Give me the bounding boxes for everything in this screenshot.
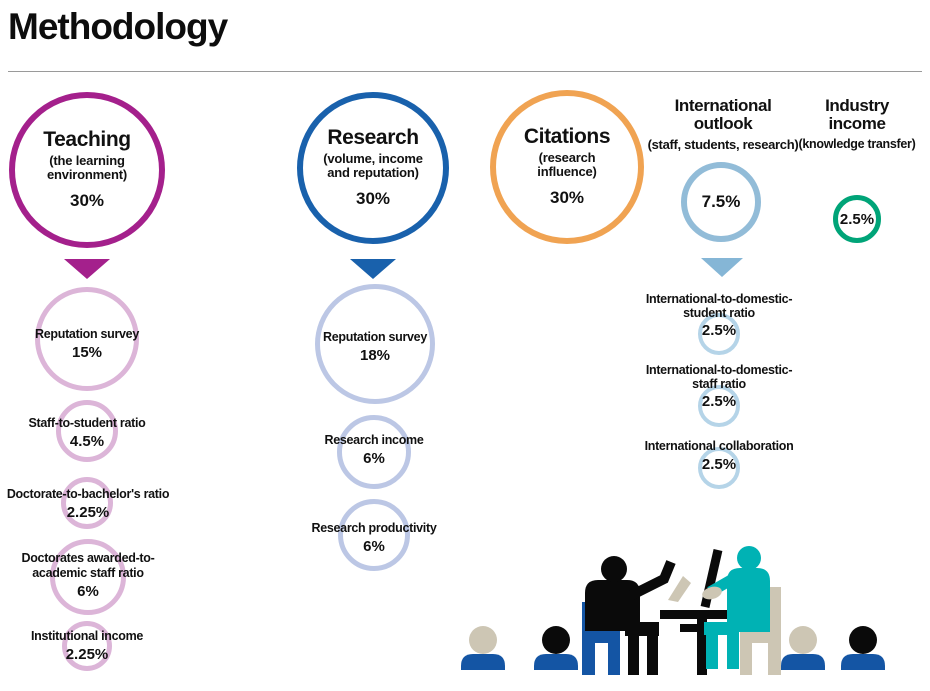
research-sub-circle <box>337 415 411 489</box>
audience-person-icon <box>461 626 505 670</box>
teaching-sub-item: Doctorate-to-bachelor's ratio 2.25% <box>0 487 176 522</box>
sub-label: International-to-domestic-staff ratio <box>645 363 793 391</box>
international-outlook-subtitle: (staff, students, research) <box>647 137 799 152</box>
citations-weight: 30% <box>549 188 585 207</box>
research-down-arrow-icon <box>350 259 396 279</box>
citations-name: Citations <box>523 125 611 148</box>
sub-weight: 4.5% <box>69 433 105 450</box>
teaching-name: Teaching <box>43 128 131 151</box>
sub-label: Reputation survey <box>35 327 139 341</box>
international-sub-item: International-to-domestic-student ratio … <box>637 292 801 340</box>
divider <box>8 71 922 72</box>
industry-income-weight: 2.5% <box>839 210 875 228</box>
teaching-subtitle: (the learning environment) <box>47 153 127 182</box>
teaching-sub-circle <box>61 477 113 529</box>
industry-income-circle: 2.5% <box>833 195 881 243</box>
sub-weight: 2.5% <box>701 322 737 339</box>
audience-person-icon <box>781 626 825 670</box>
sub-weight: 6% <box>363 538 385 555</box>
chair-icon <box>740 587 781 675</box>
seated-person-typing-icon <box>702 546 770 669</box>
audience-person-icon <box>841 626 885 670</box>
sub-label: International collaboration <box>644 439 794 453</box>
teaching-down-arrow-icon <box>64 259 110 279</box>
international-down-arrow-icon <box>701 258 743 277</box>
research-circle: Research (volume, income and reputation)… <box>297 92 449 244</box>
international-sub-circle <box>698 385 740 427</box>
international-sub-circle <box>698 313 740 355</box>
teaching-circle: Teaching (the learning environment) 30% <box>9 92 165 248</box>
sub-label: International-to-domestic-student ratio <box>645 292 793 320</box>
sub-label: Research income <box>324 433 424 447</box>
teaching-sub-circle <box>35 287 139 391</box>
sub-label: Institutional income <box>30 629 144 643</box>
industry-income-subtitle: (knowledge transfer) <box>798 137 916 151</box>
international-outlook-circle: 7.5% <box>681 162 761 242</box>
research-sub-circle <box>315 284 435 404</box>
sub-weight: 2.25% <box>65 646 109 663</box>
sub-label: Doctorates awarded-to-academic staff rat… <box>21 551 155 580</box>
research-sub-item: Research productivity 6% <box>294 521 454 556</box>
teaching-sub-item: Doctorates awarded-to-academic staff rat… <box>8 551 168 601</box>
research-sub-item: Research income 6% <box>304 433 444 468</box>
sub-weight: 18% <box>359 347 391 364</box>
sub-weight: 2.5% <box>701 393 737 410</box>
seated-person-raised-arm-icon <box>585 556 676 675</box>
audience-person-icon <box>534 626 578 670</box>
teaching-sub-item: Institutional income 2.25% <box>12 629 162 664</box>
citations-circle: Citations (research influence) 30% <box>490 90 644 244</box>
desk-icon <box>660 610 728 675</box>
sub-weight: 2.5% <box>701 455 737 473</box>
sub-weight: 15% <box>71 344 103 361</box>
international-outlook-title: International outlook <box>674 96 772 133</box>
teaching-sub-circle <box>50 539 126 615</box>
teaching-weight: 30% <box>69 191 105 210</box>
research-sub-item: Reputation survey 18% <box>295 330 455 365</box>
research-subtitle: (volume, income and reputation) <box>323 151 423 180</box>
people-illustration <box>461 546 885 675</box>
research-weight: 30% <box>355 189 391 208</box>
sub-weight: 2.25% <box>66 504 110 521</box>
international-sub-item: International collaboration 2.5% <box>627 439 811 474</box>
teaching-sub-item: Staff-to-student ratio 4.5% <box>2 416 172 451</box>
research-name: Research <box>327 126 419 149</box>
sub-label: Research productivity <box>311 521 437 535</box>
teaching-sub-circle <box>56 400 118 462</box>
research-sub-circle <box>338 499 410 571</box>
teaching-sub-circle <box>62 621 112 671</box>
teaching-sub-item: Reputation survey 15% <box>7 327 167 362</box>
page-title: Methodology <box>8 6 228 47</box>
international-outlook-weight: 7.5% <box>701 192 741 211</box>
international-sub-item: International-to-domestic-staff ratio 2.… <box>637 363 801 411</box>
sub-weight: 6% <box>363 450 385 467</box>
sub-label: Doctorate-to-bachelor's ratio <box>6 487 170 501</box>
sub-label: Staff-to-student ratio <box>28 416 146 430</box>
sub-label: Reputation survey <box>323 330 427 344</box>
international-sub-circle <box>698 447 740 489</box>
sub-weight: 6% <box>77 583 99 600</box>
citations-subtitle: (research influence) <box>537 150 597 179</box>
industry-income-title: Industry income <box>825 96 889 133</box>
